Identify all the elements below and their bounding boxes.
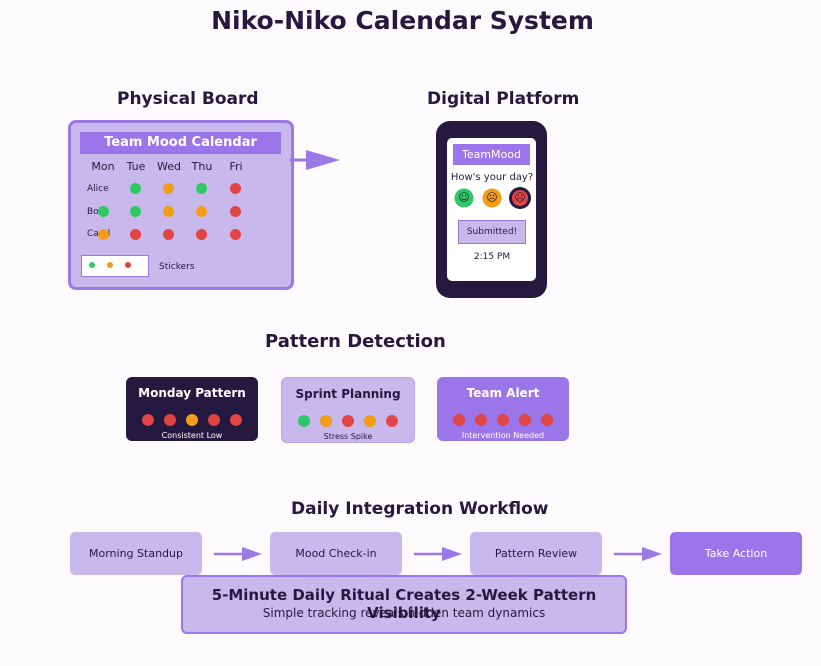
- board-title: Team Mood Calendar: [80, 132, 281, 154]
- workflow-step: Morning Standup: [70, 532, 202, 575]
- submit-time: 2:15 PM: [473, 252, 511, 262]
- legend-dot-green: [89, 262, 95, 268]
- mood-sticker-green: [130, 183, 141, 194]
- pattern-dot-red: [519, 414, 531, 426]
- workflow-arrow: [214, 547, 262, 561]
- submitted-button[interactable]: Submitted!: [458, 220, 526, 244]
- physical-board-heading: Physical Board: [117, 89, 259, 109]
- workflow-step: Pattern Review: [470, 532, 602, 575]
- pattern-card-caption: Consistent Low: [161, 431, 223, 440]
- stickers-label: Stickers: [159, 262, 195, 272]
- workflow-arrow: [614, 547, 662, 561]
- mood-sticker-red: [196, 229, 207, 240]
- summary-box: [181, 575, 627, 634]
- member-name: Bob: [87, 207, 105, 217]
- digital-platform-heading: Digital Platform: [427, 89, 580, 109]
- day-label-tue: Tue: [126, 160, 146, 173]
- pattern-dot-red: [497, 414, 509, 426]
- pattern-dot-red: [230, 414, 242, 426]
- pattern-dot-red: [386, 415, 398, 427]
- day-label-thu: Thu: [191, 160, 213, 173]
- mood-sticker-green: [130, 206, 141, 217]
- workflow-step: Mood Check-in: [270, 532, 402, 575]
- summary-sub: Simple tracking reveals hidden team dyna…: [262, 606, 546, 620]
- pattern-dot-orange: [320, 415, 332, 427]
- member-name: Alice: [87, 184, 109, 194]
- mood-sticker-green: [98, 206, 109, 217]
- sad-face-icon[interactable]: ☹: [512, 190, 528, 206]
- pattern-card-title: Team Alert: [466, 386, 540, 400]
- day-label-fri: Fri: [229, 160, 243, 173]
- pattern-dot-orange: [364, 415, 376, 427]
- workflow-step: Take Action: [670, 532, 802, 575]
- workflow-heading: Daily Integration Workflow: [291, 499, 549, 519]
- happy-face-icon[interactable]: ☺: [456, 190, 472, 206]
- pattern-card-caption: Stress Spike: [323, 432, 373, 441]
- neutral-face-icon[interactable]: ☹: [484, 190, 500, 206]
- legend-dot-orange: [107, 262, 113, 268]
- pattern-card-title: Sprint Planning: [295, 387, 401, 401]
- pattern-dot-red: [342, 415, 354, 427]
- pattern-dot-orange: [186, 414, 198, 426]
- day-label-wed: Wed: [157, 160, 181, 173]
- summary-main: 5-Minute Daily Ritual Creates 2-Week Pat…: [211, 586, 597, 622]
- day-label-mon: Mon: [91, 160, 115, 173]
- mood-sticker-orange: [163, 206, 174, 217]
- pattern-dot-red: [142, 414, 154, 426]
- mood-sticker-orange: [196, 206, 207, 217]
- mood-sticker-orange: [98, 229, 109, 240]
- workflow-arrow: [414, 547, 462, 561]
- pattern-dot-red: [453, 414, 465, 426]
- pattern-detection-heading: Pattern Detection: [265, 331, 446, 352]
- pattern-dot-red: [475, 414, 487, 426]
- page-title: Niko-Niko Calendar System: [211, 6, 594, 35]
- mood-sticker-red: [230, 229, 241, 240]
- mood-sticker-red: [230, 206, 241, 217]
- pattern-dot-red: [208, 414, 220, 426]
- pattern-card-caption: Intervention Needed: [461, 431, 545, 440]
- legend-dot-red: [125, 262, 131, 268]
- sticker-legend: [81, 255, 149, 277]
- mood-sticker-red: [130, 229, 141, 240]
- pattern-dot-green: [298, 415, 310, 427]
- mood-question: How's your day?: [450, 172, 534, 183]
- mood-sticker-red: [163, 229, 174, 240]
- pattern-dot-red: [164, 414, 176, 426]
- pattern-dot-red: [541, 414, 553, 426]
- board-to-platform-arrow: [290, 150, 340, 170]
- mood-sticker-orange: [163, 183, 174, 194]
- pattern-card-title: Monday Pattern: [138, 386, 246, 400]
- app-header: TeamMood: [453, 144, 530, 165]
- mood-sticker-red: [230, 183, 241, 194]
- mood-sticker-green: [196, 183, 207, 194]
